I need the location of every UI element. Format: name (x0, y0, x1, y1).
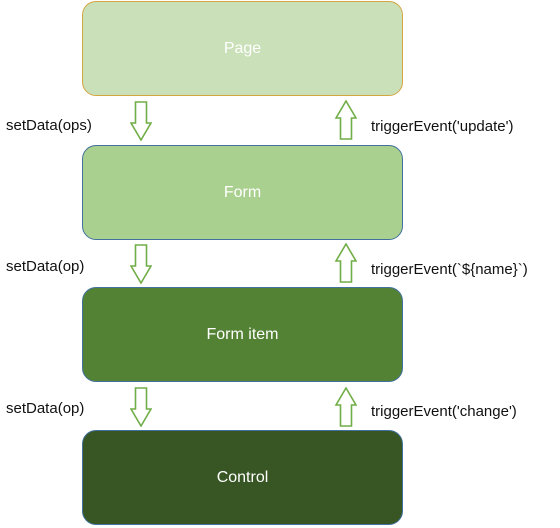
form-box-label: Form (223, 183, 262, 201)
setdata-op-label-2: setData(op) (6, 400, 85, 417)
form-item-box: Form item (82, 287, 403, 382)
control-box-label: Control (216, 468, 269, 486)
trigger-update-label: triggerEvent('update') (371, 118, 514, 135)
form-box: Form (82, 145, 403, 240)
trigger-name-label: triggerEvent(`${name}`) (371, 261, 528, 278)
setdata-op-label-1: setData(op) (6, 258, 85, 275)
hollow-up-arrow-icon (335, 243, 357, 283)
hollow-up-arrow-icon (335, 100, 357, 140)
setdata-ops-label: setData(ops) (6, 117, 92, 134)
hollow-down-arrow-icon (130, 244, 152, 284)
hollow-down-arrow-icon (130, 387, 152, 427)
trigger-change-label: triggerEvent('change') (371, 403, 517, 420)
form-item-box-label: Form item (206, 325, 279, 343)
page-box: Page (82, 1, 403, 96)
hollow-down-arrow-icon (130, 101, 152, 141)
page-box-label: Page (223, 39, 262, 57)
hollow-up-arrow-icon (335, 387, 357, 427)
control-box: Control (82, 430, 403, 525)
